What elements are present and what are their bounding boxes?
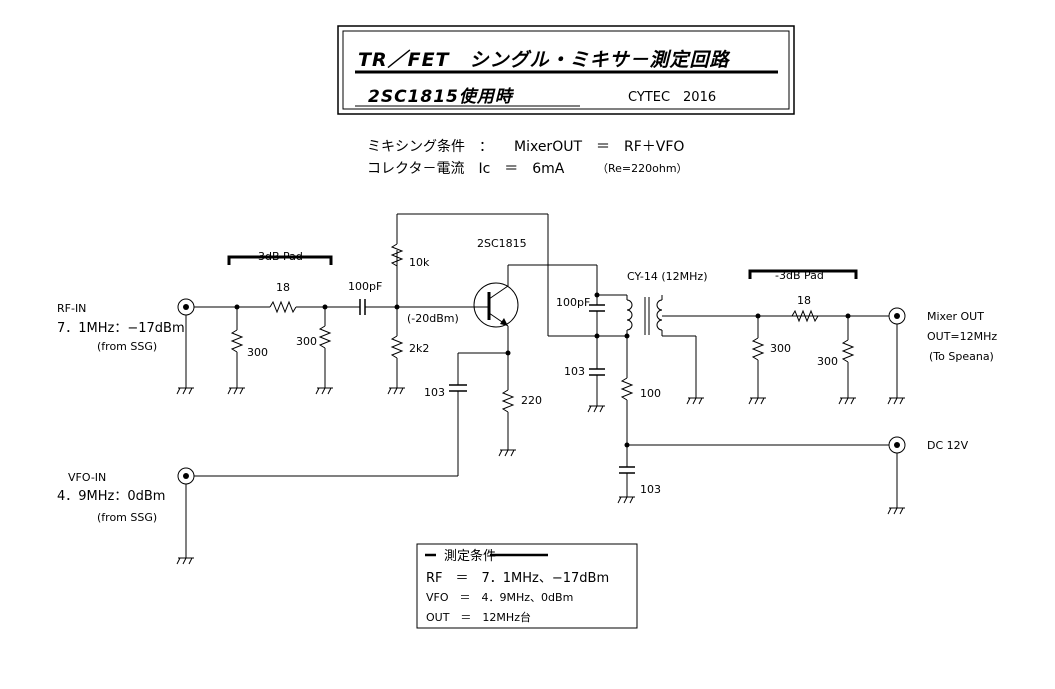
measurement-vfo: VFO ＝ 4．9MHz、0dBm bbox=[426, 591, 573, 604]
transistor-icon bbox=[470, 265, 519, 390]
r-shunt-in2-label: 300 bbox=[296, 335, 317, 348]
r-supply-label: 100 bbox=[640, 387, 661, 400]
c-bypass-tank-label: 103 bbox=[564, 365, 585, 378]
ground-icon bbox=[176, 387, 194, 395]
resistor-icon bbox=[318, 325, 332, 349]
r-bias-bottom-label: 2k2 bbox=[409, 342, 429, 355]
mixer-out-port bbox=[887, 307, 906, 405]
resistor-icon bbox=[390, 243, 404, 267]
measurement-out: OUT ＝ 12MHz台 bbox=[426, 610, 531, 624]
mixing-condition: ミキシング条件 ： MixerOUT ＝ RF＋VFO bbox=[367, 138, 684, 155]
resistor-icon bbox=[620, 377, 634, 401]
vfo-in-port bbox=[176, 467, 195, 565]
r-shunt-out2-label: 300 bbox=[817, 355, 838, 368]
ground-icon bbox=[176, 557, 194, 565]
ground-icon bbox=[227, 387, 245, 395]
ground-icon bbox=[387, 387, 405, 395]
transformer-label: CY-14 (12MHz) bbox=[627, 270, 707, 283]
r-shunt-out1-label: 300 bbox=[770, 342, 791, 355]
r-series-in-label: 18 bbox=[276, 281, 290, 294]
rf-in-port bbox=[176, 298, 195, 395]
title-block: TR／FET シングル・ミキサ－測定回路 2SC1815使用時 CYTEC 20… bbox=[337, 25, 795, 115]
ground-icon bbox=[498, 449, 516, 457]
measurement-heading: 測定条件 bbox=[444, 548, 496, 564]
ground-icon bbox=[838, 397, 856, 405]
dc-port bbox=[887, 436, 906, 515]
ground-icon bbox=[587, 405, 605, 413]
transformer-icon bbox=[597, 294, 663, 336]
ground-icon bbox=[686, 397, 704, 405]
transistor-label: 2SC1815 bbox=[477, 237, 527, 250]
pad-out-bracket bbox=[748, 269, 858, 279]
mixer-out-label: Mixer OUT bbox=[927, 310, 984, 323]
resistor-icon bbox=[791, 309, 819, 323]
mixer-out-freq: OUT=12MHz bbox=[927, 330, 997, 343]
re-note: （Re=220ohm） bbox=[597, 162, 688, 175]
pad-in-label: -3dB Pad bbox=[254, 250, 303, 263]
r-series-out-label: 18 bbox=[797, 294, 811, 307]
vfo-in-freq: 4．9MHz：0dBm bbox=[57, 489, 165, 504]
pad-in-bracket bbox=[227, 255, 333, 265]
resistor-icon bbox=[751, 337, 765, 361]
vfo-in-label: VFO-IN bbox=[68, 471, 106, 484]
r-emitter-label: 220 bbox=[521, 394, 542, 407]
c-coupling-label: 100pF bbox=[348, 280, 382, 293]
pad-out-label: -3dB Pad bbox=[775, 269, 824, 282]
ground-icon bbox=[887, 507, 905, 515]
resistor-icon bbox=[230, 329, 244, 353]
mixer-out-dest: (To Speana) bbox=[929, 350, 994, 363]
resistor-icon bbox=[390, 335, 404, 359]
rf-in-source: (from SSG) bbox=[97, 340, 157, 353]
dc-label: DC 12V bbox=[927, 439, 969, 452]
title-line1: TR／FET シングル・ミキサ－測定回路 bbox=[358, 49, 731, 71]
c-supply-label: 103 bbox=[640, 483, 661, 496]
resistor-icon bbox=[841, 339, 855, 363]
collector-current: コレクタ－電流 Ic ＝ 6mA bbox=[367, 161, 565, 177]
c-tank-label: 100pF bbox=[556, 296, 590, 309]
measurement-rf: RF ＝ 7．1MHz、−17dBm bbox=[426, 571, 609, 586]
rf-in-freq: 7．1MHz：−17dBm bbox=[57, 321, 185, 336]
ground-icon bbox=[748, 397, 766, 405]
c-emitter-label: 103 bbox=[424, 386, 445, 399]
r-bias-top-label: 10k bbox=[409, 256, 430, 269]
author-label: CYTEC 2016 bbox=[628, 90, 716, 105]
measurement-box: 測定条件 RF ＝ 7．1MHz、−17dBm VFO ＝ 4．9MHz、0dB… bbox=[416, 543, 638, 629]
resistor-icon bbox=[269, 300, 297, 314]
rf-in-label: RF-IN bbox=[57, 302, 86, 315]
ground-icon bbox=[887, 397, 905, 405]
resistor-icon bbox=[501, 389, 515, 413]
ground-icon bbox=[315, 387, 333, 395]
ground-icon bbox=[617, 496, 635, 504]
title-line2: 2SC1815使用時 bbox=[368, 87, 515, 107]
r-shunt-in1-label: 300 bbox=[247, 346, 268, 359]
base-level-label: (-20dBm) bbox=[407, 312, 459, 325]
vfo-in-source: (from SSG) bbox=[97, 511, 157, 524]
